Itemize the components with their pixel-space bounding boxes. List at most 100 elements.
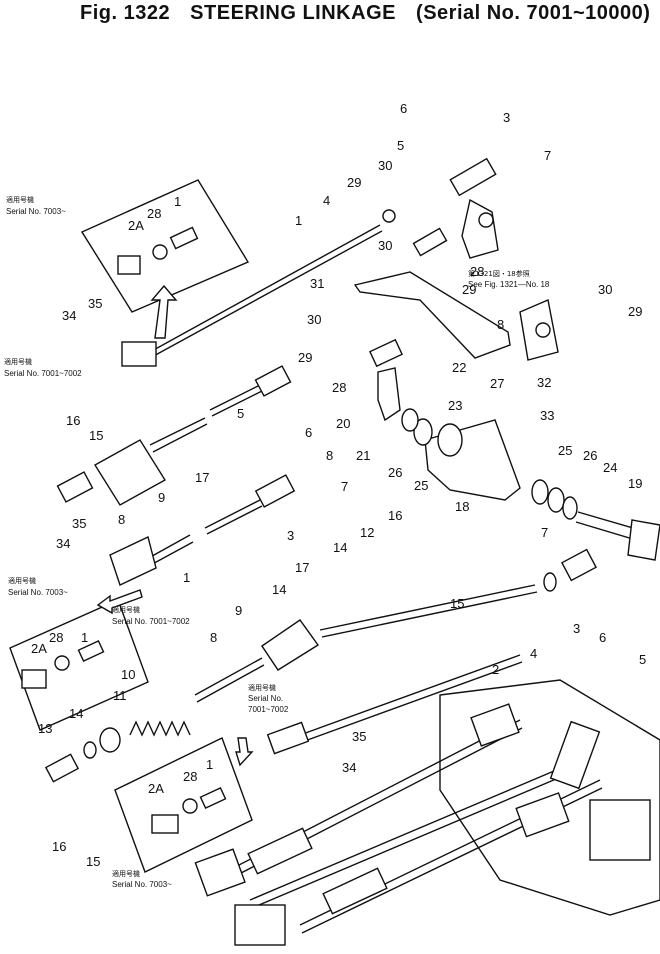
label-7: 7 xyxy=(544,148,551,163)
label-1: 1 xyxy=(81,630,88,645)
bracket-31 xyxy=(353,227,559,361)
note-see-fig: See Fig. 1321—No. 18 xyxy=(468,280,550,289)
label-7: 7 xyxy=(341,479,348,494)
label-35: 35 xyxy=(72,516,86,531)
label-1: 1 xyxy=(174,194,181,209)
label-32: 32 xyxy=(537,375,551,390)
label-14: 14 xyxy=(333,540,347,555)
label-6: 6 xyxy=(599,630,606,645)
label-35: 35 xyxy=(88,296,102,311)
label-1: 1 xyxy=(295,213,302,228)
note-center2: 7001~7002 xyxy=(248,705,289,714)
part-labels: 6 3 5 7 30 29 4 1 1 28 2A 30 28 31 29 30… xyxy=(31,101,646,869)
label-4: 4 xyxy=(323,193,330,208)
label-26: 26 xyxy=(583,448,597,463)
label-14: 14 xyxy=(69,706,83,721)
spring-10 xyxy=(44,720,191,783)
label-21: 21 xyxy=(356,448,370,463)
label-29: 29 xyxy=(347,175,361,190)
note-see-fig-jp: 第1321図・18参照 xyxy=(468,269,530,278)
inset-box-top xyxy=(80,179,250,313)
arrow-left-icon xyxy=(96,589,143,615)
label-7: 7 xyxy=(541,525,548,540)
label-5: 5 xyxy=(237,406,244,421)
serial-notes: 適用号機 Serial No. 7003~ 適用号機 Serial No. 70… xyxy=(4,195,550,889)
label-13: 13 xyxy=(38,721,52,736)
label-8: 8 xyxy=(118,512,125,527)
label-33: 33 xyxy=(540,408,554,423)
label-20: 20 xyxy=(336,416,350,431)
label-3: 3 xyxy=(573,621,580,636)
label-29: 29 xyxy=(628,304,642,319)
note-left2-jp: 適用号機 xyxy=(8,576,36,585)
rod-1-middle xyxy=(109,474,296,586)
label-17: 17 xyxy=(295,560,309,575)
label-28: 28 xyxy=(147,206,161,221)
label-15: 15 xyxy=(86,854,100,869)
label-24: 24 xyxy=(603,460,617,475)
label-2A: 2A xyxy=(128,218,144,233)
label-30: 30 xyxy=(378,238,392,253)
note-center-jp: 適用号機 xyxy=(248,683,276,692)
label-2: 2 xyxy=(492,662,499,677)
label-25: 25 xyxy=(558,443,572,458)
label-16: 16 xyxy=(388,508,402,523)
label-8: 8 xyxy=(210,630,217,645)
machine-assembly xyxy=(194,679,660,946)
label-16: 16 xyxy=(66,413,80,428)
label-8: 8 xyxy=(497,317,504,332)
arrow-down-icon xyxy=(235,737,254,767)
label-15: 15 xyxy=(89,428,103,443)
note-top-left-jp: 適用号機 xyxy=(6,195,34,204)
label-31: 31 xyxy=(310,276,324,291)
label-4: 4 xyxy=(530,646,537,661)
figure-serial: (Serial No. 7001~10000) xyxy=(416,2,651,24)
label-9: 9 xyxy=(235,603,242,618)
figure-title: Fig. 1322 STEERING LINKAGE (Serial No. 7… xyxy=(80,2,660,25)
label-18: 18 xyxy=(455,499,469,514)
label-10: 10 xyxy=(121,667,135,682)
label-6: 6 xyxy=(305,425,312,440)
bracket-18 xyxy=(369,338,521,501)
note-left2: Serial No. 7003~ xyxy=(8,588,68,597)
label-9: 9 xyxy=(158,490,165,505)
label-19: 19 xyxy=(628,476,642,491)
label-34: 34 xyxy=(342,760,356,775)
label-29: 29 xyxy=(298,350,312,365)
label-1: 1 xyxy=(206,757,213,772)
label-30: 30 xyxy=(598,282,612,297)
note-left2b: Serial No. 7001~7002 xyxy=(112,617,190,626)
label-29: 29 xyxy=(462,282,476,297)
label-30: 30 xyxy=(378,158,392,173)
label-35: 35 xyxy=(352,729,366,744)
rod-1-upper xyxy=(121,224,383,367)
note-left2b-jp: 適用号機 xyxy=(112,605,140,614)
note-center: Serial No. xyxy=(248,694,283,703)
shaft-19 xyxy=(531,479,660,561)
label-27: 27 xyxy=(490,376,504,391)
label-28: 28 xyxy=(49,630,63,645)
label-1: 1 xyxy=(183,570,190,585)
label-26: 26 xyxy=(388,465,402,480)
label-14: 14 xyxy=(272,582,286,597)
note-mid-left: Serial No. 7001~7002 xyxy=(4,369,82,378)
label-2A: 2A xyxy=(31,641,47,656)
rod-17-cylinder-9 xyxy=(56,365,292,506)
label-28: 28 xyxy=(470,264,484,279)
arrow-up-icon xyxy=(150,284,178,339)
cylinder-9-lower xyxy=(194,548,598,703)
label-28: 28 xyxy=(183,769,197,784)
label-2A: 2A xyxy=(148,781,164,796)
inset-box-left xyxy=(9,599,149,731)
inset-box-bottom xyxy=(114,737,253,873)
figure-name: STEERING LINKAGE xyxy=(190,2,396,24)
note-top-left: Serial No. 7003~ xyxy=(6,207,66,216)
clevis-3-top xyxy=(382,157,499,259)
label-12: 12 xyxy=(360,525,374,540)
label-15: 15 xyxy=(450,596,464,611)
label-5: 5 xyxy=(639,652,646,667)
label-25: 25 xyxy=(414,478,428,493)
label-3: 3 xyxy=(287,528,294,543)
label-34: 34 xyxy=(62,308,76,323)
